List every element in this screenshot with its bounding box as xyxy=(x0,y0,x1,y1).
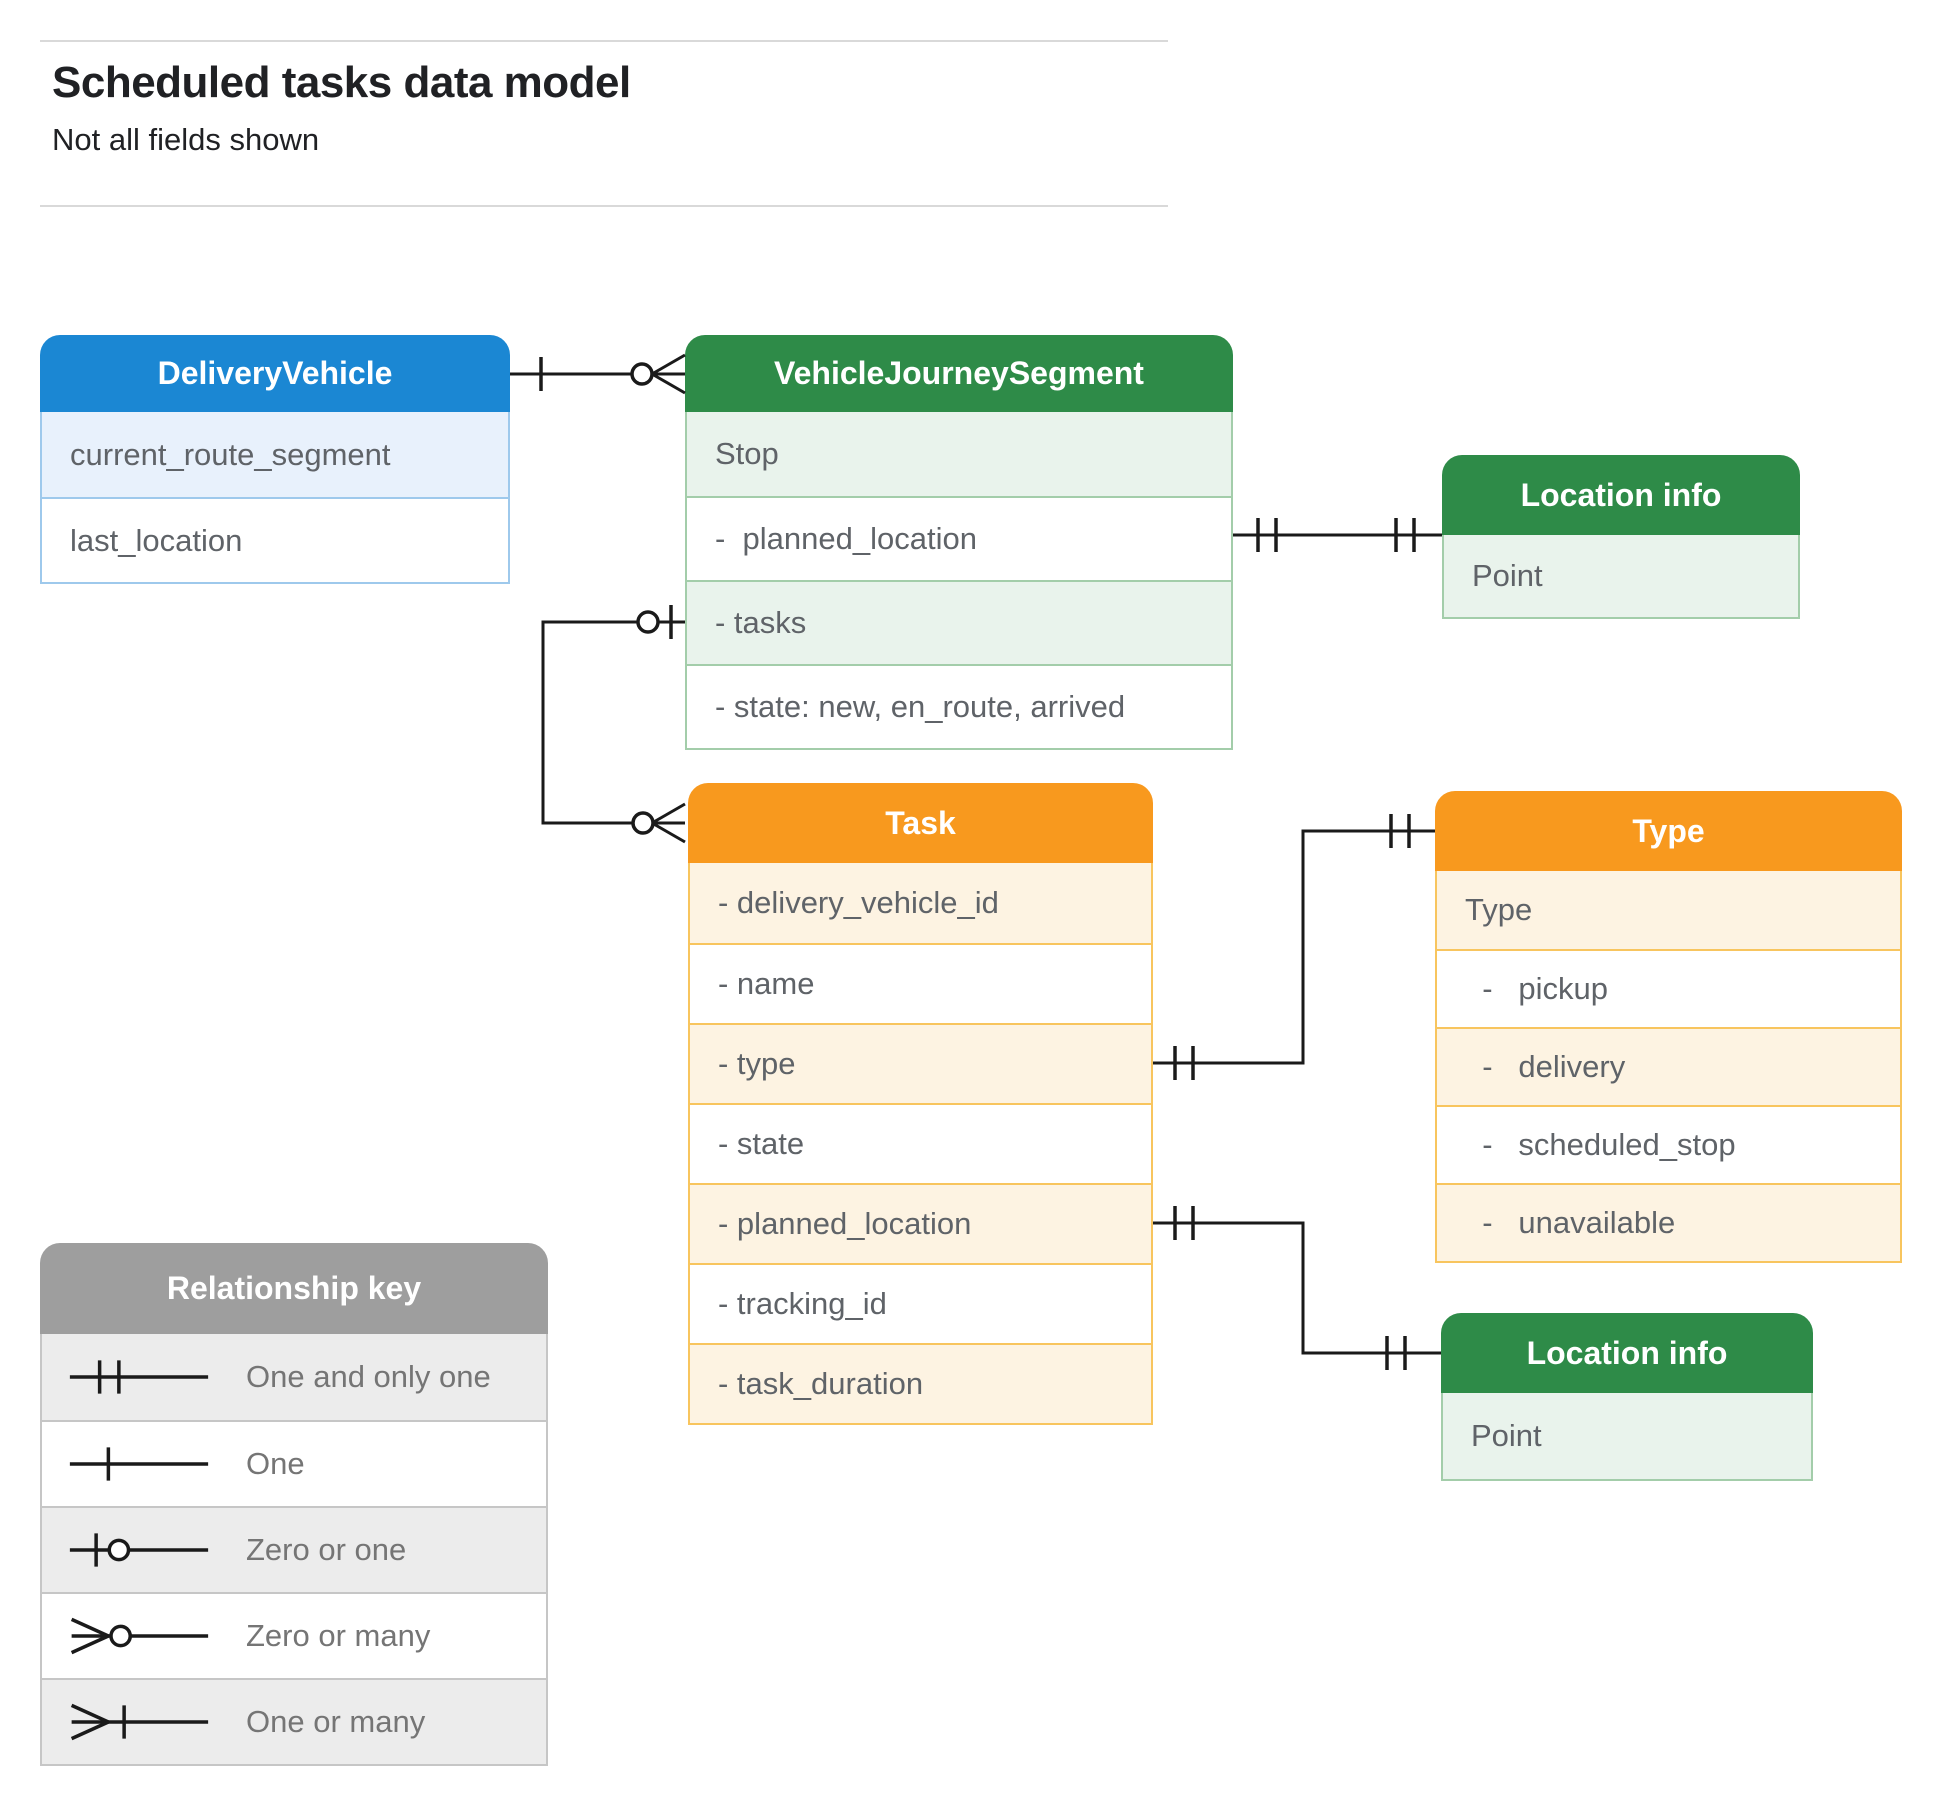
legend-row: Zero or one xyxy=(42,1506,546,1592)
connector-c2 xyxy=(541,605,686,844)
legend-label: One or many xyxy=(246,1704,426,1739)
header-divider-top xyxy=(40,40,1168,42)
legend-label: One and only one xyxy=(246,1359,491,1394)
entity-row: - planned_location xyxy=(690,1183,1151,1263)
entity-row: - pickup xyxy=(1437,949,1900,1027)
entity-title: Type xyxy=(1435,791,1902,871)
entity-row: Point xyxy=(1444,535,1798,617)
entity-row: - tasks xyxy=(687,580,1231,664)
entity-row: - delivery xyxy=(1437,1027,1900,1105)
page-title: Scheduled tasks data model xyxy=(52,58,631,107)
entity-row: - type xyxy=(690,1023,1151,1103)
entity-row: - scheduled_stop xyxy=(1437,1105,1900,1183)
legend-label: Zero or many xyxy=(246,1618,431,1653)
legend-label: One xyxy=(246,1446,305,1481)
entity-title: Location info xyxy=(1441,1313,1813,1393)
entity-row: Stop xyxy=(687,412,1231,496)
entity-title: Task xyxy=(688,783,1153,863)
zero-or-one-icon xyxy=(69,1533,209,1567)
relationship-key-title: Relationship key xyxy=(40,1243,548,1334)
page-subtitle: Not all fields shown xyxy=(52,122,320,157)
entity-field-list: Stop- planned_location- tasks- state: ne… xyxy=(685,412,1233,750)
entity-field-list: - delivery_vehicle_id- name- type- state… xyxy=(688,863,1153,1425)
entity-row: - name xyxy=(690,943,1151,1023)
connector-c5 xyxy=(1153,1206,1441,1370)
connector-c4 xyxy=(1153,814,1435,1080)
legend-row: One xyxy=(42,1420,546,1506)
entity-field-list: Point xyxy=(1442,535,1800,619)
entity-row: - unavailable xyxy=(1437,1183,1900,1261)
legend-label: Zero or one xyxy=(246,1532,407,1567)
connector-c1 xyxy=(510,353,686,395)
entity-row: Point xyxy=(1443,1393,1811,1479)
entity-title: VehicleJourneySegment xyxy=(685,335,1233,412)
entity-field-list: Point xyxy=(1441,1393,1813,1481)
entity-row: last_location xyxy=(42,497,508,582)
one-and-only-one-icon xyxy=(69,1360,209,1394)
connector-c3 xyxy=(1233,518,1442,552)
header-divider-bottom xyxy=(40,205,1168,207)
entity-title: Location info xyxy=(1442,455,1800,535)
one-icon xyxy=(69,1447,209,1481)
legend-row: One or many xyxy=(42,1678,546,1764)
entity-row: Type xyxy=(1437,871,1900,949)
zero-or-many-icon xyxy=(70,1617,209,1655)
entity-task: Task- delivery_vehicle_id- name- type- s… xyxy=(688,783,1153,1425)
legend-row: One and only one xyxy=(42,1334,546,1420)
entity-row: current_route_segment xyxy=(42,412,508,497)
entity-row: - state xyxy=(690,1103,1151,1183)
legend-row: Zero or many xyxy=(42,1592,546,1678)
entity-field-list: Type - pickup - delivery - scheduled_sto… xyxy=(1435,871,1902,1263)
entity-row: - state: new, en_route, arrived xyxy=(687,664,1231,748)
one-or-many-icon xyxy=(70,1703,209,1741)
entity-row: - delivery_vehicle_id xyxy=(690,863,1151,943)
entity-title: DeliveryVehicle xyxy=(40,335,510,412)
entity-row: - tracking_id xyxy=(690,1263,1151,1343)
entity-row: - planned_location xyxy=(687,496,1231,580)
entity-row: - task_duration xyxy=(690,1343,1151,1423)
